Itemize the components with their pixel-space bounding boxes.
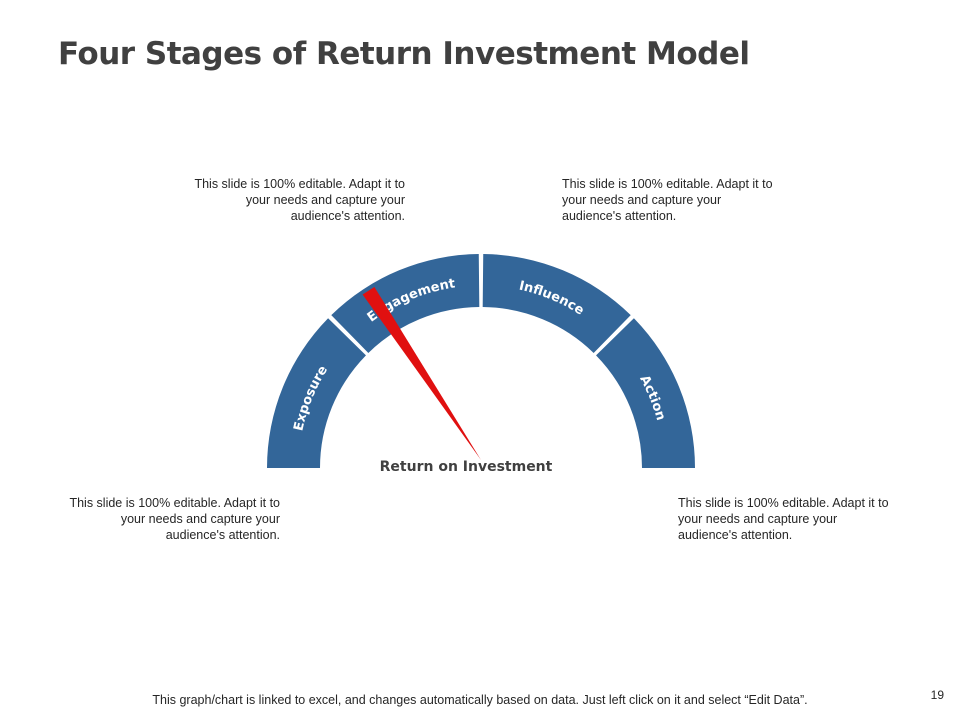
gauge-segment-engagement — [331, 254, 480, 353]
note-top-right: This slide is 100% editable. Adapt it to… — [562, 177, 773, 223]
gauge-center-label: Return on Investment — [380, 459, 553, 475]
note-bottom-right: This slide is 100% editable. Adapt it to… — [678, 496, 889, 542]
gauge-segments — [267, 254, 695, 468]
footer-note: This graph/chart is linked to excel, and… — [152, 693, 808, 707]
page-number: 19 — [930, 688, 944, 702]
note-bottom-left: This slide is 100% editable. Adapt it to… — [69, 496, 280, 542]
gauge-needle — [362, 286, 481, 460]
gauge-segment-influence — [482, 254, 631, 353]
gauge-segment-action — [596, 318, 695, 468]
note-top-left: This slide is 100% editable. Adapt it to… — [194, 177, 405, 223]
slide-title: Four Stages of Return Investment Model — [58, 36, 750, 72]
gauge-segment-exposure — [267, 318, 366, 468]
